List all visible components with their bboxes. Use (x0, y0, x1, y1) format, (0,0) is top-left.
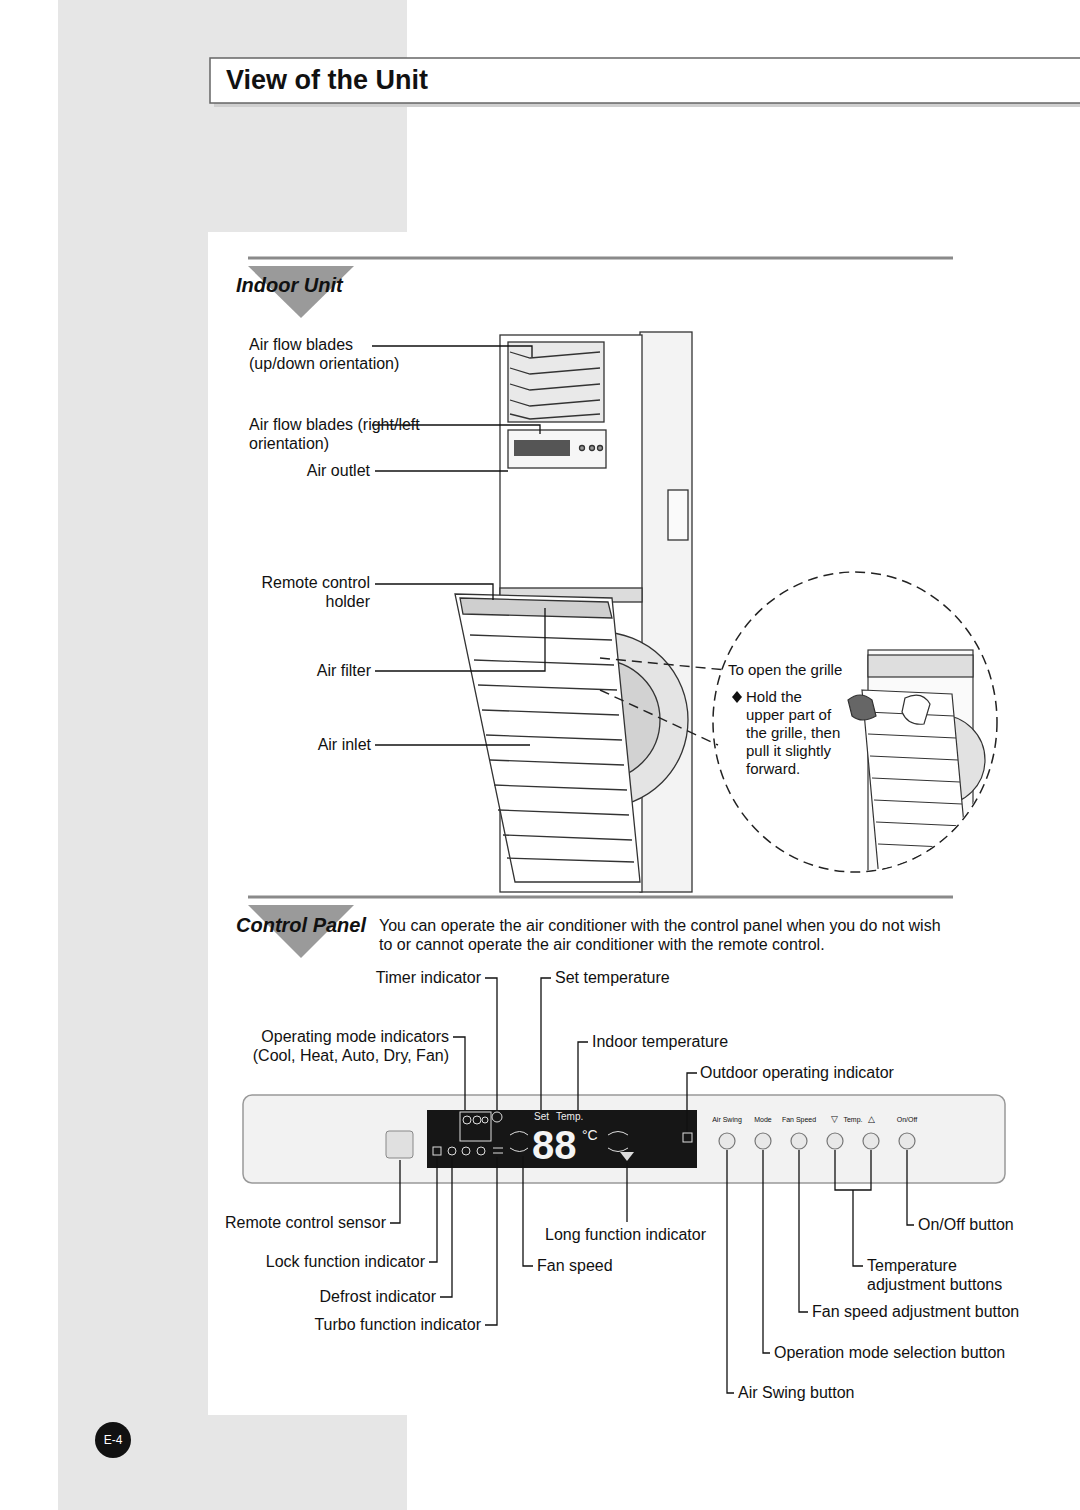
callout-label: Indoor temperature (592, 1032, 752, 1051)
button-caption: Temp. (840, 1116, 866, 1124)
title-box (210, 58, 1080, 103)
callout-label: Lock function indicator (245, 1252, 425, 1271)
callout-label: Fan speed adjustment button (812, 1302, 1037, 1321)
inset-pointer (600, 658, 726, 670)
callout-label: Remote control sensor (206, 1213, 386, 1232)
callout-label: Long function indicator (545, 1225, 725, 1244)
description: You can operate the air conditioner with… (379, 916, 954, 954)
callout-label: Air inlet (271, 735, 371, 754)
display-digits: 88 (532, 1125, 584, 1165)
callout-label: Air flow blades (up/down orientation) (249, 335, 419, 373)
section-rule (248, 257, 953, 260)
callout-label: Hold the upper part of the grille, then … (746, 688, 844, 778)
button-caption: △ (865, 1114, 877, 1125)
callout-label: To open the grille (728, 661, 868, 679)
page-title: View of the Unit (226, 64, 428, 96)
button-caption: Fan Speed (779, 1116, 819, 1124)
section-heading: Indoor Unit (236, 273, 386, 297)
display-triangle (620, 1152, 634, 1161)
display-text: °C (582, 1127, 604, 1144)
inset-illustration (848, 650, 985, 890)
page-number: E-4 (104, 1433, 123, 1447)
bullet-diamond (732, 691, 742, 703)
callout-label: Outdoor operating indicator (700, 1063, 915, 1082)
page-band (58, 0, 208, 1510)
display-text: Set (534, 1111, 556, 1123)
callout-label: Operation mode selection button (774, 1343, 1029, 1362)
callout-label: On/Off button (918, 1215, 1043, 1234)
callout-label: Remote control holder (260, 573, 370, 611)
page-band (58, 1415, 407, 1510)
section-rule (248, 896, 953, 899)
callout-label: Air filter (271, 661, 371, 680)
button-caption: Air Swing (707, 1116, 747, 1124)
callout-label: Set temperature (555, 968, 695, 987)
display-window (427, 1110, 697, 1168)
indoor-unit-illustration (455, 332, 692, 892)
inset-pointer (600, 690, 718, 745)
display-text: Temp. (556, 1111, 590, 1123)
button-caption: ▽ (828, 1114, 840, 1125)
remote-sensor (386, 1131, 413, 1158)
control-panel (243, 1095, 1005, 1183)
callout-label: Turbo function indicator (286, 1315, 481, 1334)
callout-label: Timer indicator (351, 968, 481, 987)
callout-label: Defrost indicator (286, 1287, 436, 1306)
page-number-badge: E-4 (95, 1422, 131, 1458)
callout-label: Temperature adjustment buttons (867, 1256, 1037, 1294)
leader-lines (372, 346, 545, 745)
button-caption: On/Off (892, 1116, 922, 1124)
callout-label: Operating mode indicators (Cool, Heat, A… (234, 1027, 449, 1065)
callout-label: Fan speed (537, 1256, 637, 1275)
callout-label: Air outlet (250, 461, 370, 480)
button-caption: Mode (748, 1116, 778, 1124)
panel-buttons (719, 1133, 915, 1149)
section-heading: Control Panel (236, 913, 386, 937)
callout-label: Air Swing button (738, 1383, 898, 1402)
callout-label: Air flow blades (right/left orientation) (249, 415, 421, 453)
